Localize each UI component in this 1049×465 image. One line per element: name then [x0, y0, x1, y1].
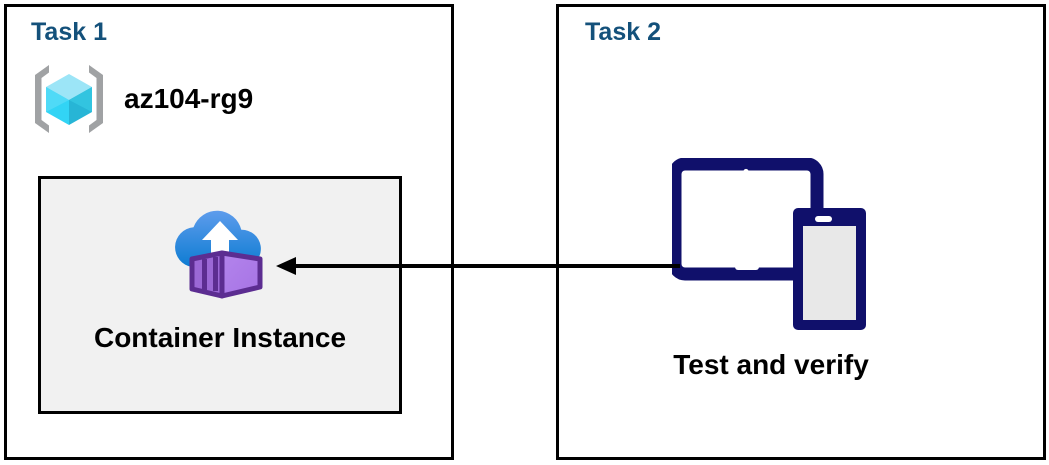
- azure-resource-group-icon: [35, 65, 103, 133]
- devices-tablet-phone-icon: [672, 158, 866, 330]
- container-instance-panel: Container Instance: [38, 176, 402, 414]
- task-2-label: Task 2: [585, 18, 661, 46]
- resource-group-row: az104-rg9: [30, 62, 253, 136]
- resource-group-name: az104-rg9: [124, 83, 254, 114]
- container-instance-caption: Container Instance: [93, 322, 347, 353]
- task-1-label: Task 1: [31, 18, 107, 46]
- test-and-verify-caption: Test and verify: [673, 349, 869, 380]
- azure-container-instance-icon: [175, 210, 263, 299]
